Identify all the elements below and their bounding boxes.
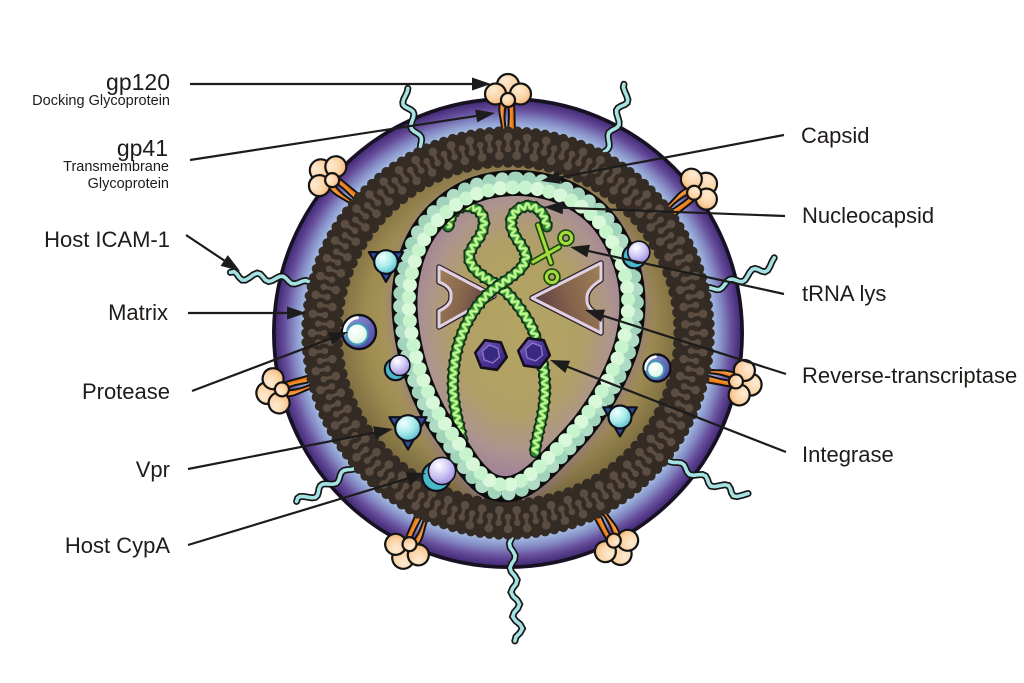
svg-text:Protease: Protease — [82, 379, 170, 404]
svg-text:Matrix: Matrix — [108, 300, 168, 325]
svg-text:Transmembrane: Transmembrane — [63, 159, 169, 175]
svg-text:Reverse-transcriptase: Reverse-transcriptase — [802, 363, 1017, 388]
svg-text:Integrase: Integrase — [802, 442, 894, 467]
svg-text:Host ICAM-1: Host ICAM-1 — [44, 227, 170, 252]
svg-text:Nucleocapsid: Nucleocapsid — [802, 203, 934, 228]
svg-text:gp41: gp41 — [117, 135, 168, 161]
svg-text:Docking Glycoprotein: Docking Glycoprotein — [32, 93, 170, 109]
svg-text:tRNA lys: tRNA lys — [802, 281, 886, 306]
svg-text:Vpr: Vpr — [136, 457, 170, 482]
svg-text:Glycoprotein: Glycoprotein — [88, 176, 169, 192]
svg-text:Host CypA: Host CypA — [65, 533, 170, 558]
svg-text:gp120: gp120 — [106, 69, 170, 95]
svg-text:Capsid: Capsid — [801, 123, 869, 148]
